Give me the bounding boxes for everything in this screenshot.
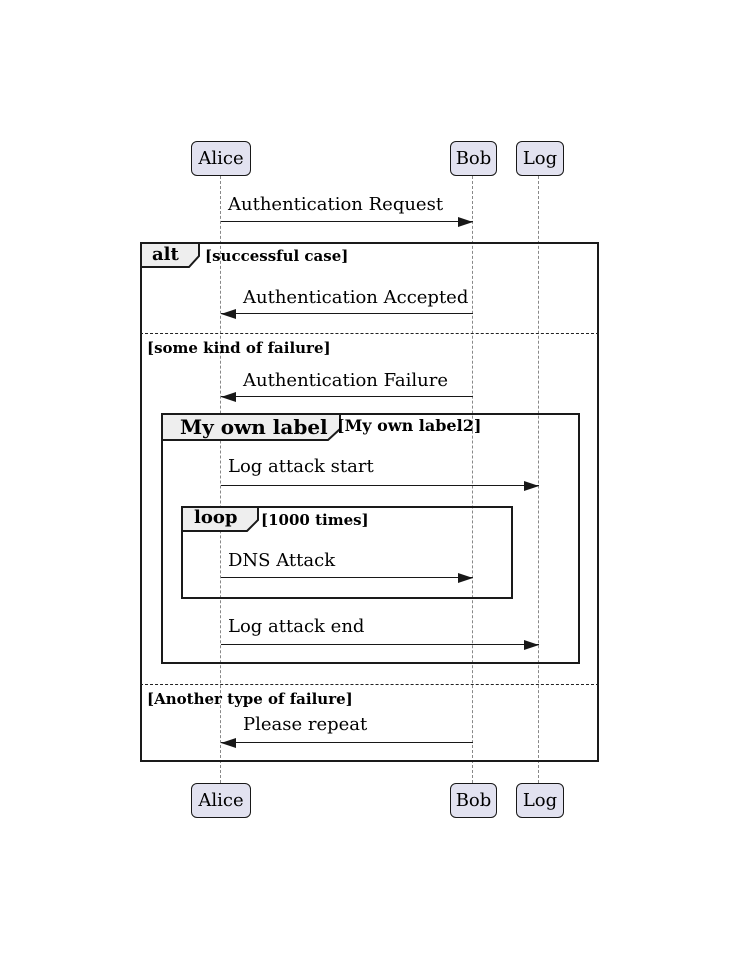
loop-frame [181, 506, 513, 599]
alt-else-divider-2 [140, 684, 599, 685]
arrowhead-right-icon [524, 640, 539, 650]
alt-guard-label: [successful case] [205, 247, 349, 265]
group-guard-label: [My own label2] [337, 416, 482, 435]
message-label: Authentication Accepted [243, 287, 469, 308]
message-arrow-line [221, 644, 539, 645]
message-arrow-line [221, 577, 473, 578]
alt-else-divider-1 [140, 333, 599, 334]
lifeline-alice [220, 176, 221, 783]
message-arrow-line [221, 221, 473, 222]
participant-log-top: Log [516, 141, 564, 176]
message-label: Authentication Failure [243, 370, 448, 391]
loop-operator-label: loop [194, 507, 238, 528]
arrowhead-left-icon [221, 309, 236, 319]
message-arrow-line [221, 485, 539, 486]
message-label: Log attack start [228, 456, 374, 477]
group-operator-label: My own label [180, 415, 328, 439]
participant-alice-top: Alice [191, 141, 251, 176]
loop-guard-label: [1000 times] [261, 511, 369, 529]
alt-frame [140, 242, 599, 762]
loop-operator-tab-shape [181, 506, 259, 532]
arrowhead-left-icon [221, 392, 236, 402]
arrowhead-right-icon [458, 573, 473, 583]
group-operator-tab-shape [161, 413, 341, 441]
alt-else-guard-2: [Another type of failure] [147, 690, 353, 708]
alt-operator-tab-shape [140, 242, 200, 268]
alt-operator-label: alt [152, 244, 179, 265]
arrowhead-left-icon [221, 738, 236, 748]
arrowhead-right-icon [524, 481, 539, 491]
message-label: Authentication Request [228, 194, 444, 215]
message-arrow-line [221, 742, 473, 743]
participant-alice-bottom: Alice [191, 783, 251, 818]
participant-bob-top: Bob [450, 141, 497, 176]
participant-bob-bottom: Bob [450, 783, 497, 818]
message-label: Please repeat [243, 714, 368, 735]
message-arrow-line [221, 313, 473, 314]
participant-log-bottom: Log [516, 783, 564, 818]
message-label: DNS Attack [228, 550, 336, 571]
alt-else-guard-1: [some kind of failure] [147, 339, 331, 357]
arrowhead-right-icon [458, 217, 473, 227]
lifeline-bob [472, 176, 473, 783]
group-frame [161, 413, 580, 664]
message-label: Log attack end [228, 616, 365, 637]
lifeline-log [538, 176, 539, 783]
message-arrow-line [221, 396, 473, 397]
